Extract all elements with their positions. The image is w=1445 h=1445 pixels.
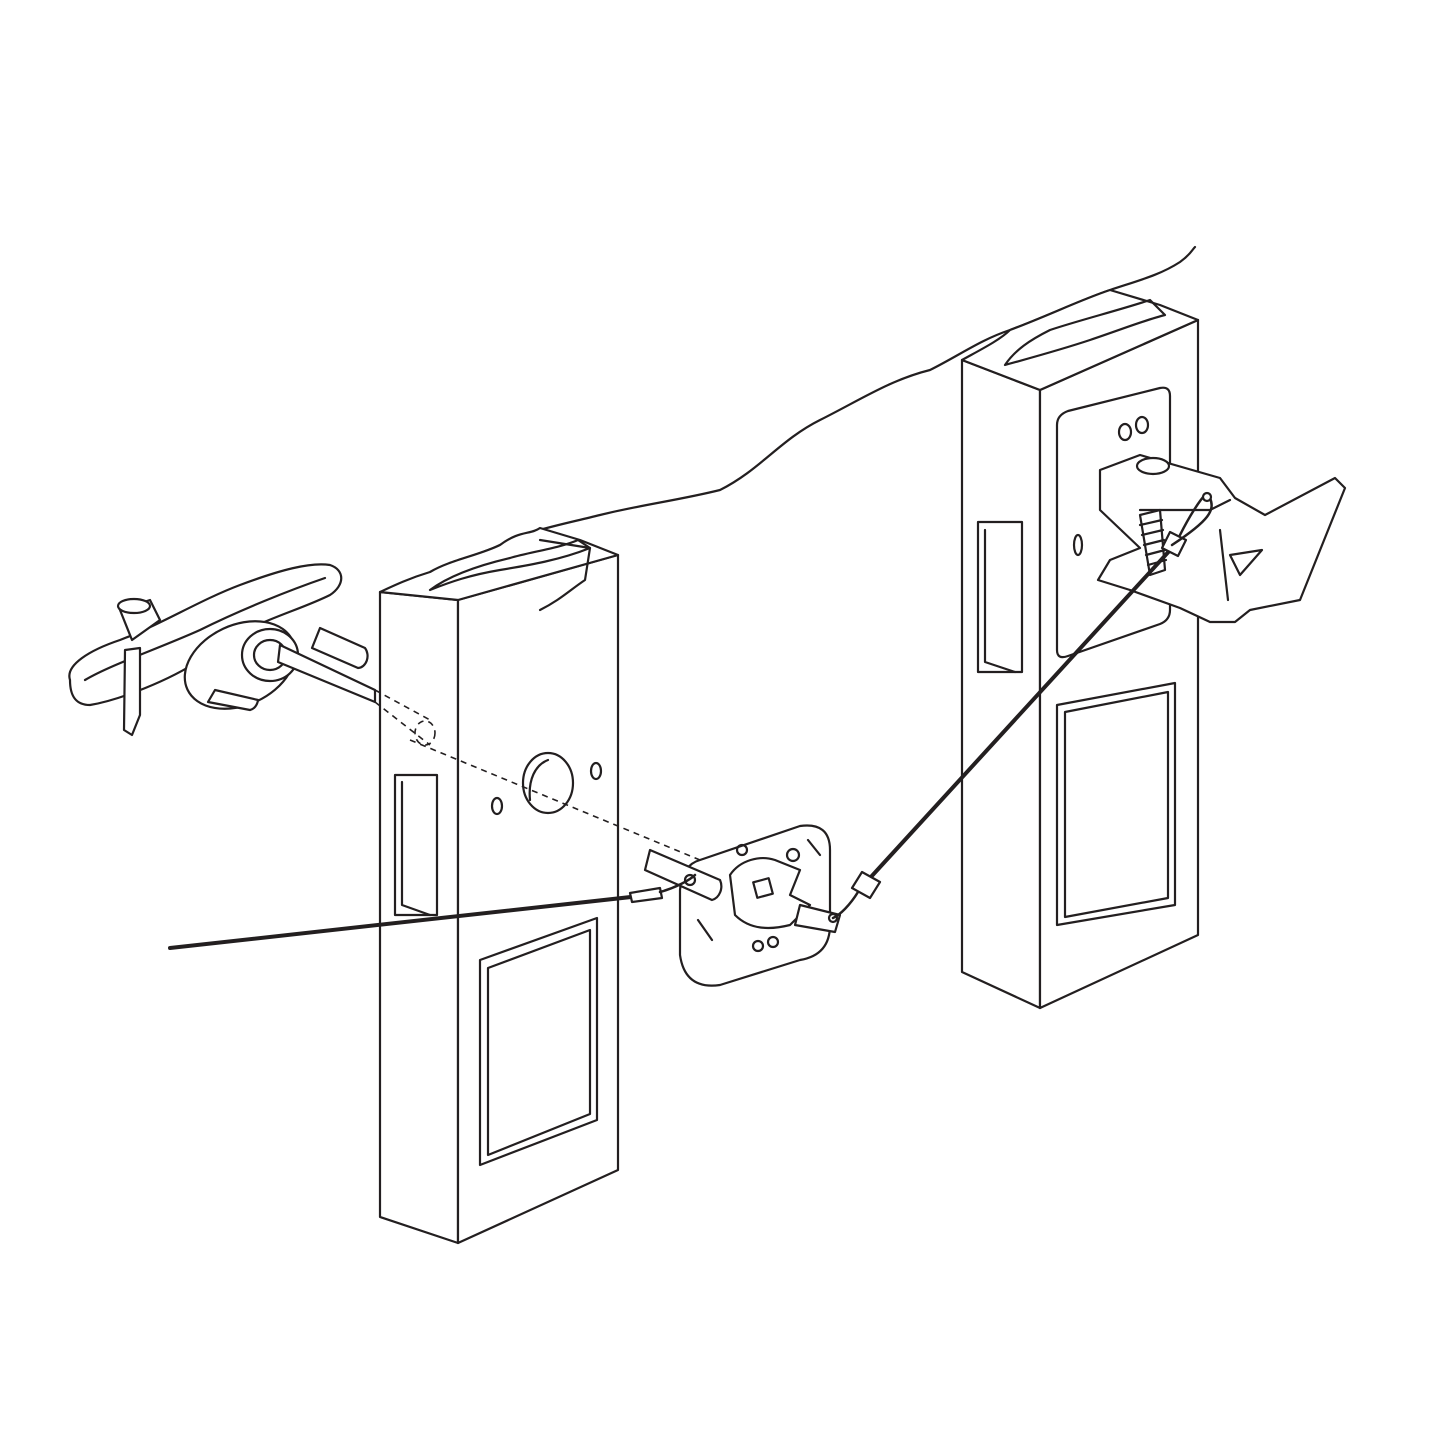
key-icon <box>122 646 142 737</box>
key-cylinder <box>116 597 152 615</box>
inside-latch-plate <box>643 824 842 987</box>
recess-panel <box>478 916 599 1167</box>
spindle-ghost <box>414 720 436 746</box>
cable-left <box>168 894 642 950</box>
left-door-post <box>378 526 620 1245</box>
square-drive <box>752 877 774 899</box>
screw-hole <box>589 761 603 781</box>
screw-hole <box>490 796 504 816</box>
cylinder-hole <box>521 751 575 815</box>
latch-assembly <box>1096 453 1347 624</box>
cable-right <box>868 546 1174 880</box>
wall-outline <box>418 245 1197 582</box>
recess-panel <box>1055 681 1177 927</box>
cable-ferrule <box>628 886 664 904</box>
t-handle-assembly <box>68 563 377 737</box>
alignment-line <box>374 689 701 861</box>
